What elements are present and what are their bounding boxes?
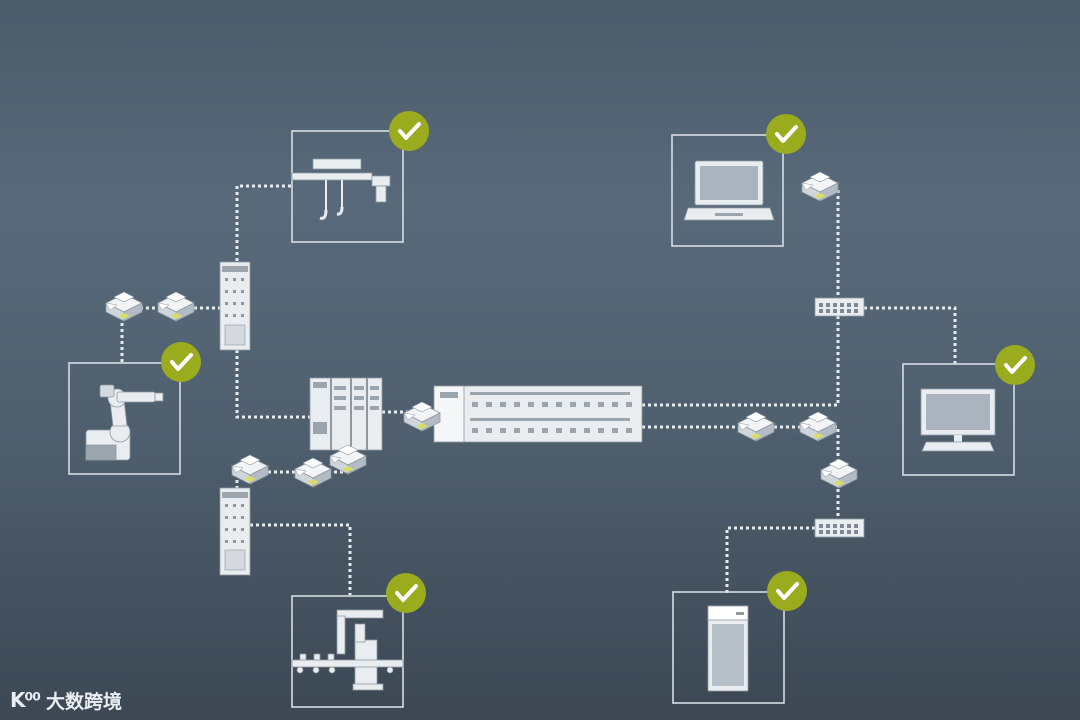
plc-controller[interactable] [309,377,383,451]
package-icon [105,291,143,322]
node-laptop[interactable] [671,112,808,247]
link-plc-switch2 [235,440,349,488]
node-crane[interactable] [291,109,431,243]
node-server-cabinet-frame [672,591,785,704]
distributed-io-module[interactable] [433,385,643,443]
link-switch2-assembly [250,523,352,595]
node-crane-frame [291,130,404,243]
desktop-computer-icon [920,388,996,452]
check-icon [765,569,809,613]
check-icon [159,340,203,384]
package-icon [157,291,195,322]
link-hub-desktop [864,306,957,365]
overhead-crane-icon [291,158,391,220]
package-icon [801,171,839,202]
ethernet-hub-upper[interactable] [814,297,865,317]
check-icon [764,112,808,156]
logo-mark: K⁰⁰ [10,688,41,712]
ethernet-hub-lower[interactable] [814,518,865,538]
node-laptop-frame [671,134,784,247]
link-switch-plc [235,350,310,419]
package-icon [294,457,332,488]
network-switch-upper[interactable] [219,261,251,351]
link-io-hub2 [642,425,840,519]
node-robot-arm[interactable] [68,340,203,475]
check-icon [384,571,428,615]
node-desktop-pc-frame [902,363,1015,476]
node-server-cabinet[interactable] [672,569,809,704]
check-icon [387,109,431,153]
package-icon [737,411,775,442]
link-crane-switch [235,184,291,262]
laptop-icon [683,160,775,221]
server-cabinet-icon [707,605,749,692]
package-icon [799,411,837,442]
package-icon [820,458,858,489]
robot-arm-icon [85,384,164,461]
watermark-logo: K⁰⁰ 大数跨境 [10,686,122,714]
check-icon [993,343,1037,387]
node-assembly-line[interactable] [291,571,428,708]
node-robot-arm-frame [68,362,181,475]
watermark-text: 大数跨境 [46,690,123,713]
package-icon [231,454,269,485]
network-switch-lower[interactable] [219,487,251,576]
assembly-line-robot-icon [291,609,404,691]
node-desktop-pc[interactable] [902,343,1037,476]
node-assembly-line-frame [291,595,404,708]
